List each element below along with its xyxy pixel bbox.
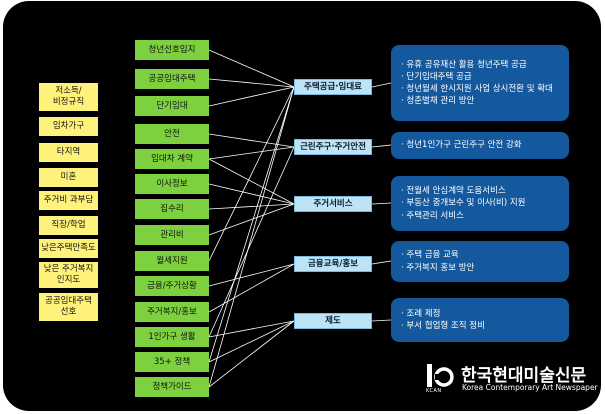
- description-line: · 유휴 공유재산 활용 청년주택 공급: [401, 59, 527, 70]
- connector-line: [208, 49, 295, 88]
- middle-item: 주거복지/홍보: [135, 302, 209, 322]
- category-connector-line: [371, 319, 392, 322]
- left-item: 낮은주택만족도: [39, 239, 98, 258]
- logo-kcan-text: KCAN: [426, 388, 442, 394]
- left-item: 저소득/ 비정규직: [39, 83, 98, 111]
- description-box: · 전월세 안심계약 도움서비스 · 부동산 중개보수 및 이사(비) 지원 ·…: [391, 176, 569, 231]
- description-line: · 조례 제정: [401, 308, 441, 319]
- left-item: 미혼: [39, 168, 98, 187]
- connector-line: [208, 86, 295, 388]
- middle-item: 1인가구 생활: [135, 327, 209, 347]
- description-line: · 주택 금융 교육: [401, 250, 459, 261]
- category-connector-line: [371, 82, 392, 88]
- connector-line: [208, 86, 295, 363]
- middle-item: 안전: [135, 124, 209, 144]
- connector-line: [208, 203, 295, 210]
- description-box: · 청년1인가구 근린주구 안전 강화: [391, 132, 569, 159]
- left-item: 임차가구: [39, 117, 98, 136]
- middle-item: 청년선호입지: [135, 40, 209, 60]
- newspaper-logo: KCAN 한국현대미술신문 Korea Contemporary Art New…: [424, 361, 598, 397]
- description-box: · 유휴 공유재산 활용 청년주택 공급 · 단기임대주택 공급 · 청년월세 …: [391, 45, 569, 121]
- description-line: · 부서 협업형 조직 정비: [401, 321, 485, 331]
- description-line: · 청년월세 한시지원 사업 상시전환 및 확대: [401, 84, 553, 94]
- category-box: 제도: [294, 313, 372, 329]
- middle-item: 월세지원: [135, 251, 209, 271]
- connector-line: [208, 78, 295, 88]
- middle-item: 임대차 계약: [135, 149, 209, 169]
- connector-line: [208, 203, 295, 236]
- middle-item: 이사정보: [135, 174, 209, 194]
- connector-line: [208, 320, 295, 388]
- category-box: 주거서비스: [294, 196, 372, 212]
- connector-line: [208, 263, 295, 313]
- category-box: 주택공급·임대료: [294, 79, 372, 95]
- description-line: · 주거복지 홍보 방안: [401, 262, 475, 273]
- logo-title: 한국현대미술신문: [461, 366, 587, 386]
- description-line: · 청춘별채 관리 방안: [401, 96, 475, 107]
- category-connector-line: [371, 144, 392, 148]
- connector-line: [208, 86, 295, 262]
- middle-item: 관리비: [135, 225, 209, 245]
- description-line: · 청년1인가구 근린주구 안전 강화: [401, 140, 522, 151]
- category-box: 금융교육/홍보: [294, 256, 372, 272]
- middle-item: 35+ 정책: [135, 352, 209, 372]
- connector-line: [208, 146, 295, 160]
- middle-item: 정책가이드: [135, 377, 209, 397]
- description-line: · 주택관리 서비스: [401, 210, 464, 221]
- logo-subtitle: Korea Contemporary Art Newspaper: [462, 383, 598, 392]
- connector-line: [208, 183, 295, 205]
- kcan-logo-icon: [427, 364, 454, 387]
- connector-line: [208, 263, 295, 287]
- left-item: 낮은 주거복지 인지도: [39, 262, 98, 288]
- connector-line: [208, 133, 295, 148]
- left-item: 주거비 과부담: [39, 191, 98, 210]
- connector-line: [208, 146, 295, 338]
- connector-line: [208, 320, 295, 363]
- middle-item: 집수리: [135, 199, 209, 219]
- description-line: · 전월세 안심계약 도움서비스: [401, 186, 506, 197]
- connector-line: [208, 320, 295, 338]
- connector-line: [208, 158, 295, 205]
- middle-item: 단기임대: [135, 96, 209, 116]
- category-connector-line: [371, 202, 392, 205]
- connector-line: [208, 86, 295, 107]
- middle-item: 공공임대주택: [135, 69, 209, 89]
- left-item: 타지역: [39, 143, 98, 162]
- description-line: · 부동산 중개보수 및 이사(비) 지원: [401, 198, 526, 209]
- description-line: · 단기임대주택 공급: [401, 71, 472, 82]
- left-item: 직장/학업: [39, 216, 98, 235]
- description-box: · 주택 금융 교육 · 주거복지 홍보 방안: [391, 241, 569, 282]
- description-box: · 조례 제정 · 부서 협업형 조직 정비: [391, 298, 569, 342]
- category-box: 근린주구·주거안전: [294, 139, 372, 155]
- middle-item: 금융/주거상황: [135, 276, 209, 296]
- left-item: 공공임대주택 선호: [39, 293, 98, 321]
- category-connector-line: [371, 260, 392, 265]
